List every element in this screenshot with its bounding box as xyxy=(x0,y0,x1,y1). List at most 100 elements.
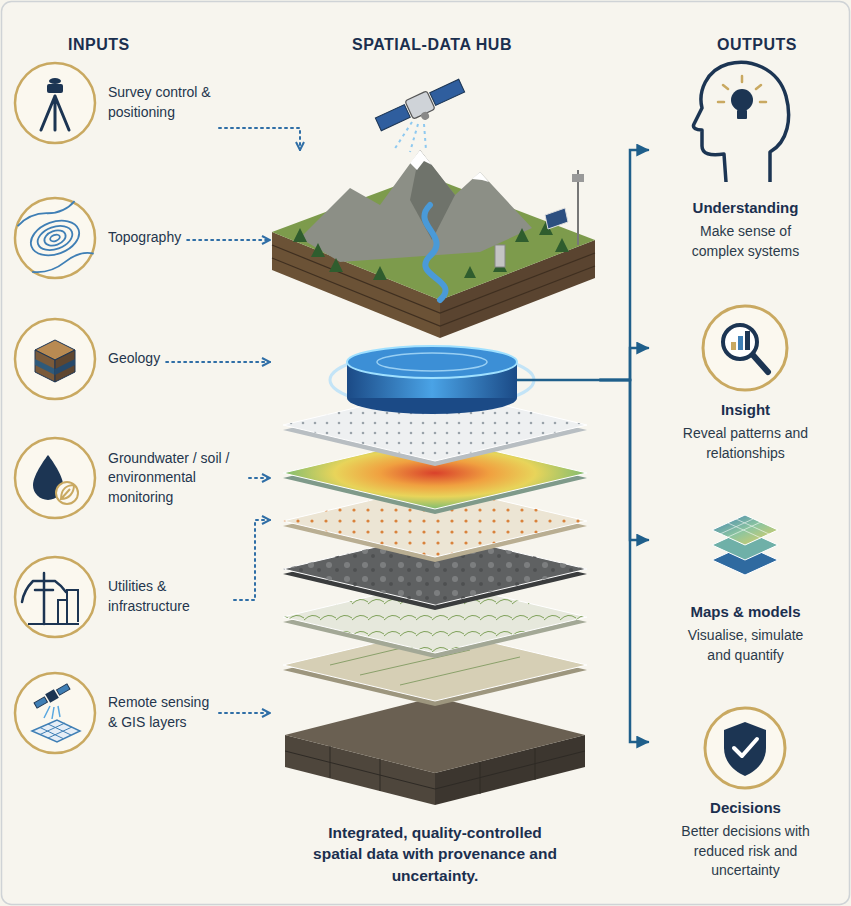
contour-line xyxy=(26,214,84,261)
output-outcome: InsightReveal patterns and relationships xyxy=(648,300,843,463)
trees xyxy=(293,221,569,280)
geology-stratum xyxy=(55,359,75,375)
output-description: Better decisions with reduced risk and u… xyxy=(679,822,813,880)
icon-ring xyxy=(15,63,95,143)
terrain-block xyxy=(272,150,595,338)
input-flow-arrow xyxy=(187,239,270,241)
contour-line xyxy=(14,201,94,277)
column-heading: SPATIAL-DATA HUB xyxy=(352,36,512,54)
output-outcome: UnderstandingMake sense of complex syste… xyxy=(648,55,843,261)
solar-panel xyxy=(34,697,47,708)
mountain-shade xyxy=(410,150,455,240)
station-sensor xyxy=(572,174,584,182)
output-outcome: Maps & modelsVisualise, simulate and qua… xyxy=(648,505,843,665)
input-flow-arrow xyxy=(249,477,270,479)
output-flow-arrow xyxy=(600,348,648,380)
tripod-icon xyxy=(41,96,69,130)
geology-block-side xyxy=(35,350,55,382)
output-heading: Insight xyxy=(648,400,843,420)
satellite-body xyxy=(405,91,435,119)
satellite xyxy=(374,76,468,138)
leaf-badge xyxy=(56,482,78,504)
grid-lines xyxy=(40,723,72,739)
contour-line xyxy=(34,222,75,255)
small-satellite-icon xyxy=(33,682,71,710)
contour-line xyxy=(49,233,60,242)
solar-panel xyxy=(545,208,568,229)
hub-caption: Integrated, quality-controlled spatial d… xyxy=(310,822,560,886)
satellite-beams xyxy=(394,122,426,152)
output-icons xyxy=(693,62,788,788)
stone-lines xyxy=(285,746,585,794)
icon-ring xyxy=(703,306,787,390)
input-source: Groundwater / soil / environmental monit… xyxy=(16,438,249,518)
icon-ring xyxy=(15,319,95,399)
output-flow-arrow xyxy=(600,380,648,540)
hub-output-line xyxy=(517,379,600,382)
gps-antenna-icon xyxy=(49,78,61,84)
cylinder-top xyxy=(347,346,517,378)
icon-ring xyxy=(15,673,95,753)
building-icon xyxy=(28,590,79,624)
map-grid xyxy=(720,519,769,538)
lightbulb-icon xyxy=(731,89,753,111)
chart-bar xyxy=(738,336,743,350)
chart-bar xyxy=(745,331,750,350)
icon-ring xyxy=(15,198,95,278)
data-layers xyxy=(283,389,587,706)
input-source: Survey control & positioning xyxy=(16,63,219,143)
input-source: Remote sensing & GIS layers xyxy=(16,673,219,753)
magnifier-handle xyxy=(752,354,768,372)
output-flow-arrow xyxy=(600,380,648,742)
base-block xyxy=(285,697,585,805)
output-heading: Understanding xyxy=(648,198,843,218)
output-heading: Decisions xyxy=(648,798,843,818)
input-label: Utilities & infrastructure xyxy=(108,577,228,616)
input-flow-arrow xyxy=(219,712,270,714)
chart-bar xyxy=(731,342,736,350)
head-icon xyxy=(693,62,788,182)
icon-ring xyxy=(15,557,95,637)
database-cylinder xyxy=(330,346,534,414)
snow-cap xyxy=(472,172,489,182)
monitoring-well xyxy=(495,245,505,267)
check-mark xyxy=(734,739,757,756)
input-label: Geology xyxy=(108,349,160,369)
icon-ring xyxy=(15,438,95,518)
output-flow-arrow xyxy=(600,150,648,380)
satellite-dish xyxy=(420,111,431,122)
shield-icon xyxy=(724,722,766,776)
output-heading: Maps & models xyxy=(648,602,843,622)
output-description: Reveal patterns and relationships xyxy=(679,424,813,463)
icon-ring xyxy=(705,708,785,788)
gps-head-icon xyxy=(47,84,63,93)
grid-icon xyxy=(32,720,80,742)
solar-panel xyxy=(375,105,410,131)
solar-panel xyxy=(57,684,70,695)
input-label: Remote sensing & GIS layers xyxy=(108,693,213,732)
input-label: Survey control & positioning xyxy=(108,83,213,122)
geology-block-side xyxy=(55,350,75,382)
snow-cap xyxy=(410,150,432,170)
magnifier-lens xyxy=(723,325,757,359)
input-source: Geology xyxy=(16,319,166,399)
input-label: Topography xyxy=(108,228,181,248)
power-pole-icon xyxy=(22,573,66,624)
output-description: Visualise, simulate and quantify xyxy=(679,626,813,665)
river xyxy=(424,205,445,300)
solar-panel xyxy=(430,79,465,105)
input-label: Groundwater / soil / environmental monit… xyxy=(108,449,243,508)
idea-rays xyxy=(718,76,766,102)
input-source: Utilities & infrastructure xyxy=(16,557,234,637)
leaf-icon xyxy=(61,485,74,499)
input-flow-arrow xyxy=(219,128,300,150)
column-heading: OUTPUTS xyxy=(717,36,797,54)
output-outcome: DecisionsBetter decisions with reduced r… xyxy=(648,702,843,880)
input-flow-arrow xyxy=(234,520,270,600)
input-flow-arrow xyxy=(166,361,270,363)
column-heading: INPUTS xyxy=(68,36,130,54)
cylinder-glow xyxy=(377,353,487,371)
